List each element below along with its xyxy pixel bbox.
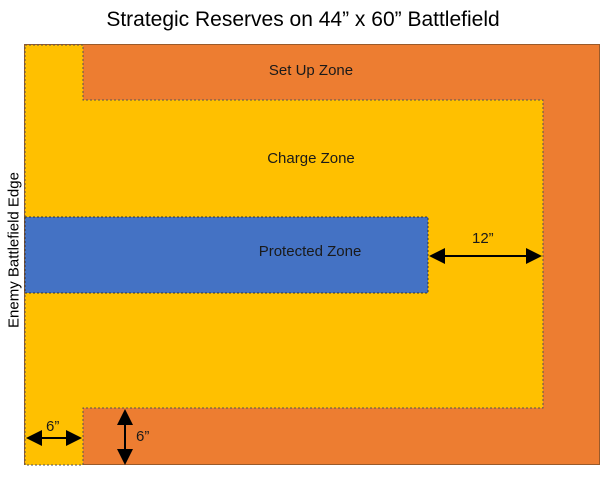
diagram-title: Strategic Reserves on 44” x 60” Battlefi… xyxy=(106,8,500,31)
bottom-height-label: 6” xyxy=(136,428,150,445)
enemy-edge-label: Enemy Battlefield Edge xyxy=(5,172,23,328)
bottom-width-label: 6” xyxy=(46,418,60,435)
protected-zone xyxy=(24,216,429,294)
side-gap-label: 12” xyxy=(472,230,494,247)
protected-zone-label: Protected Zone xyxy=(258,243,362,260)
setup-zone-label: Set Up Zone xyxy=(268,62,354,79)
charge-zone-label: Charge Zone xyxy=(267,150,355,167)
